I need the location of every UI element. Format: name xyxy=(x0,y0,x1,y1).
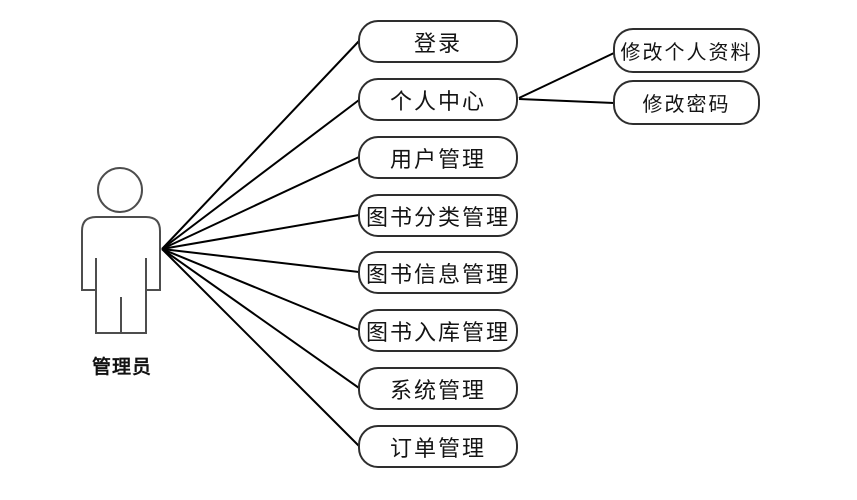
use-case-label: 修改密码 xyxy=(642,94,731,116)
actor-person-icon xyxy=(81,167,161,334)
use-case-login: 登录 xyxy=(358,20,518,63)
association-line-book-category-management xyxy=(161,214,360,250)
actor-association-lines xyxy=(161,40,360,447)
use-case-label: 个人中心 xyxy=(389,88,486,114)
use-case-book-storage-management: 图书入库管理 xyxy=(358,309,518,352)
association-line-user-management xyxy=(161,156,360,250)
use-case-label: 订单管理 xyxy=(389,435,486,461)
association-line-system-management xyxy=(161,248,360,389)
use-case-change-password: 修改密码 xyxy=(613,80,760,125)
use-case-system-management: 系统管理 xyxy=(358,367,518,410)
use-case-label: 登录 xyxy=(413,30,462,56)
use-case-label: 图书分类管理 xyxy=(365,204,510,230)
association-line-book-storage-management xyxy=(161,248,360,331)
association-line-edit-profile xyxy=(518,52,615,99)
use-case-label: 用户管理 xyxy=(389,146,486,172)
association-line-personal-center xyxy=(161,99,360,250)
use-case-label: 修改个人资料 xyxy=(620,42,753,64)
sub-association-lines xyxy=(518,52,615,104)
use-case-order-management: 订单管理 xyxy=(358,425,518,468)
actor-label: 管理员 xyxy=(91,357,152,378)
use-case-edit-profile: 修改个人资料 xyxy=(613,28,760,73)
use-case-user-management: 用户管理 xyxy=(358,136,518,179)
association-line-book-info-management xyxy=(161,248,360,273)
use-case-personal-center: 个人中心 xyxy=(358,78,518,121)
actor-torso-arms xyxy=(81,216,161,291)
use-case-label: 图书入库管理 xyxy=(365,319,510,345)
association-line-order-management xyxy=(161,248,360,447)
actor-head xyxy=(97,167,143,213)
association-line-change-password xyxy=(518,98,615,104)
use-case-book-category-management: 图书分类管理 xyxy=(358,194,518,237)
use-case-label: 系统管理 xyxy=(389,377,486,403)
use-case-book-info-management: 图书信息管理 xyxy=(358,251,518,294)
use-case-label: 图书信息管理 xyxy=(365,261,510,287)
association-line-login xyxy=(161,40,360,250)
